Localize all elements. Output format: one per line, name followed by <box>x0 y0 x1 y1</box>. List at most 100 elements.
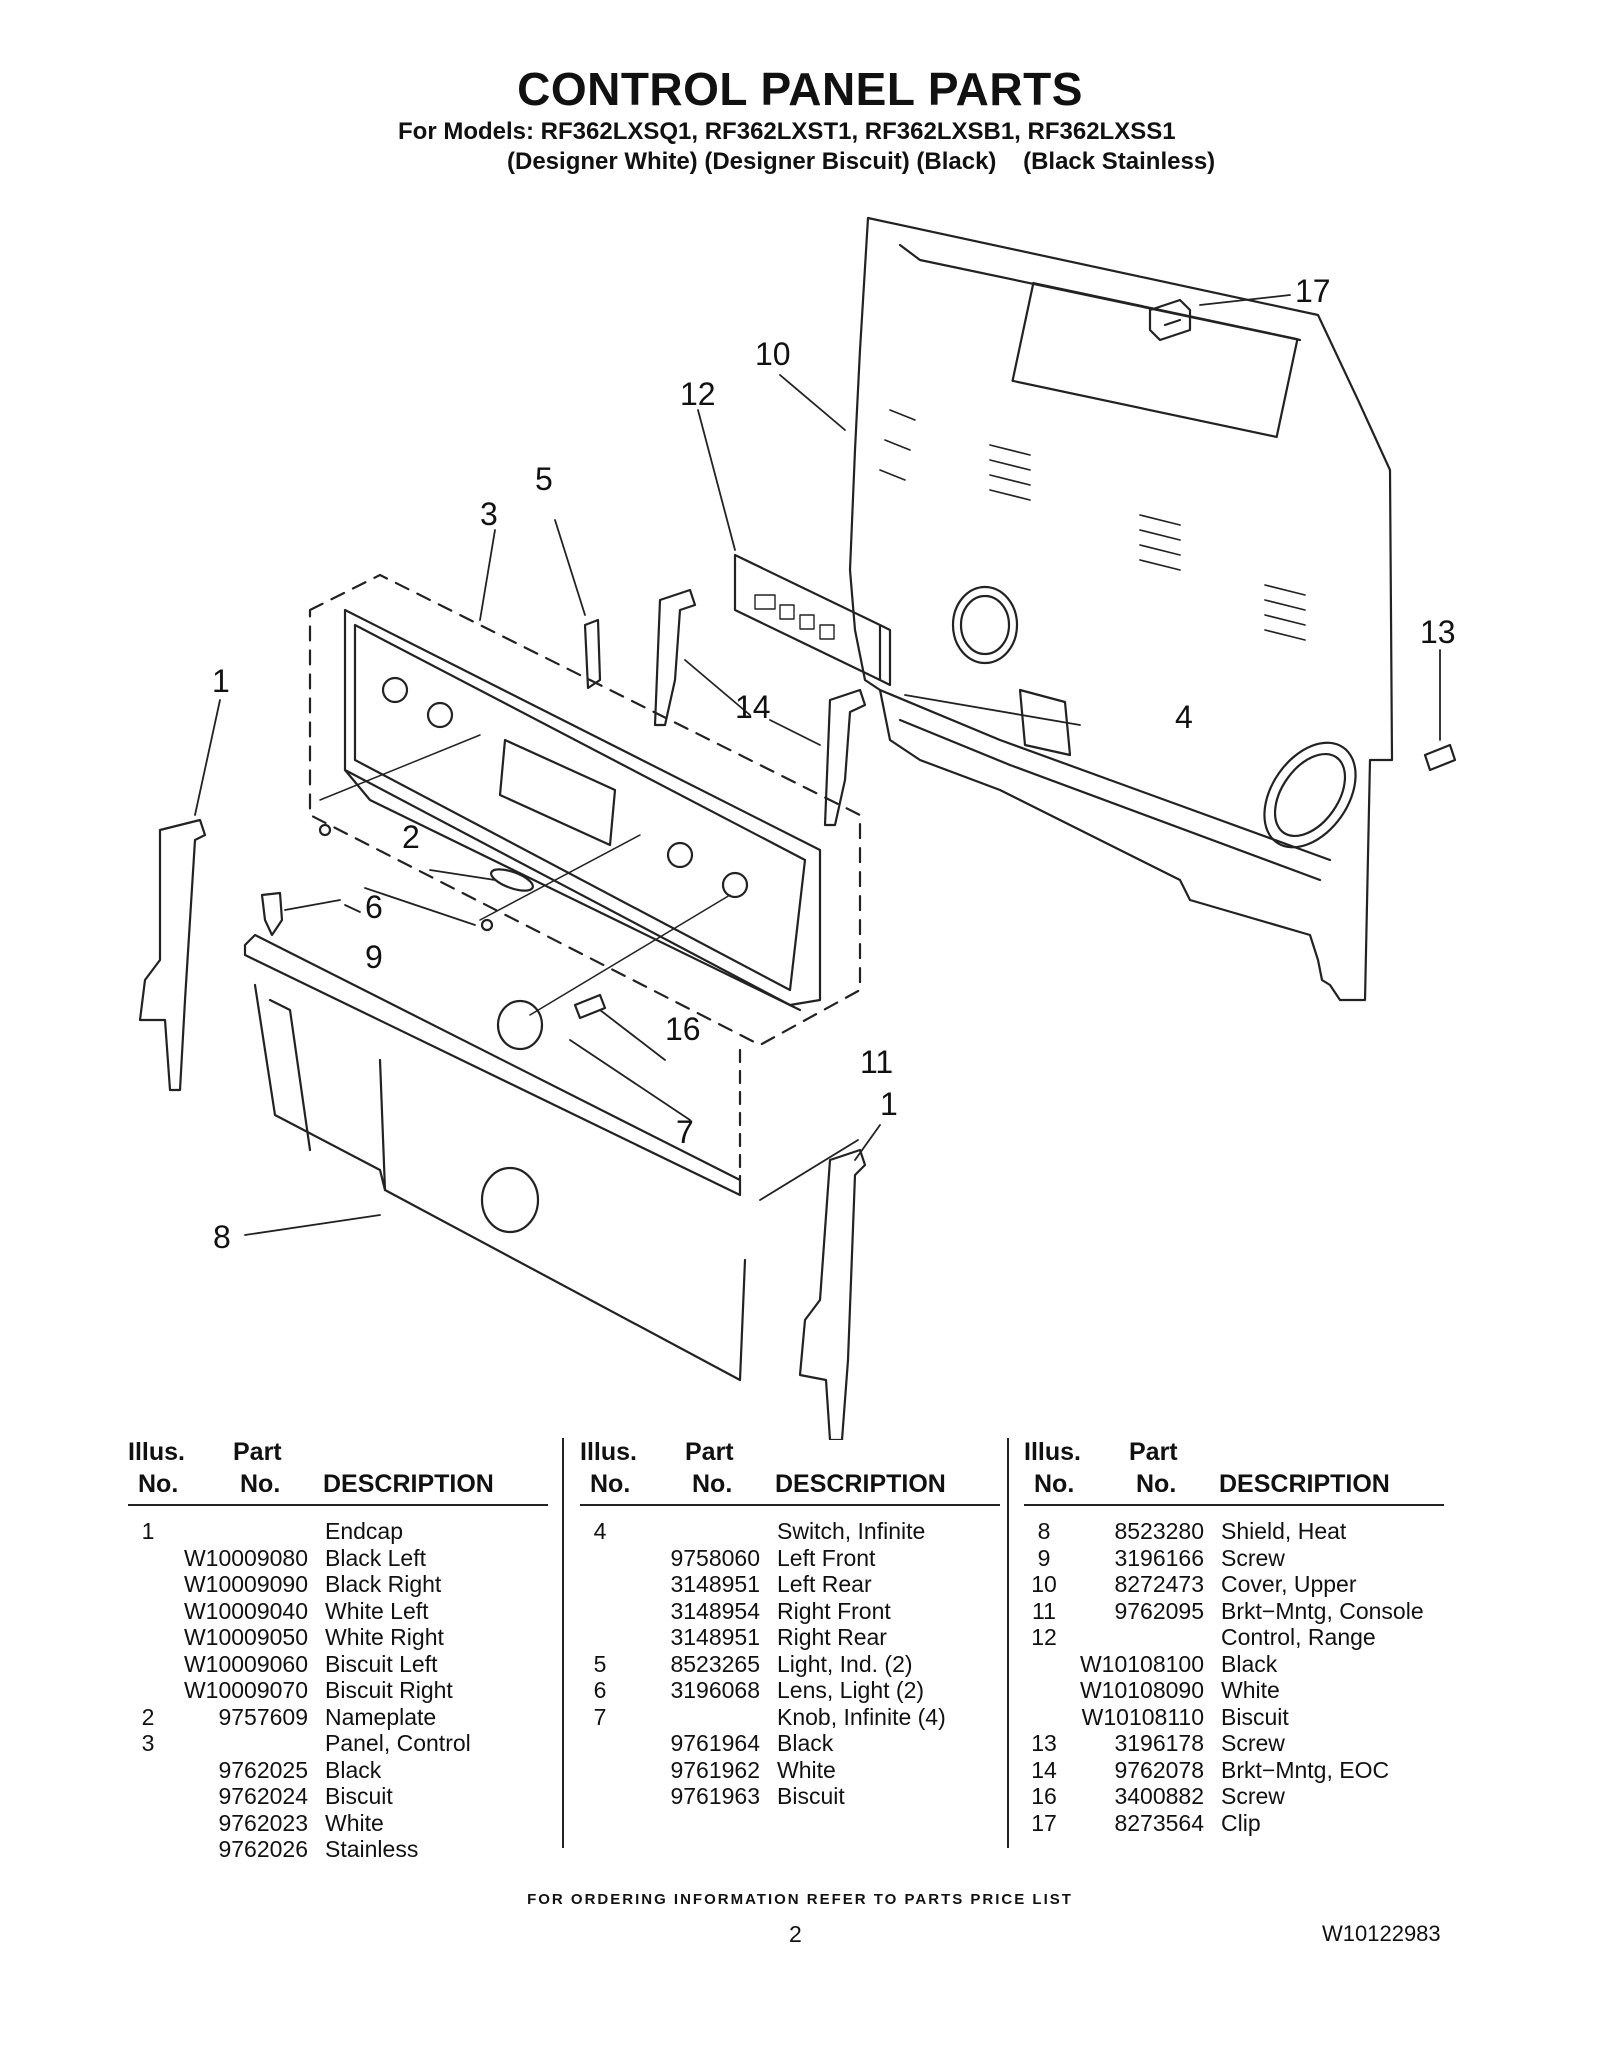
page-title: CONTROL PANEL PARTS <box>517 63 1083 115</box>
ordering-note: FOR ORDERING INFORMATION REFER TO PARTS … <box>527 1891 1073 1908</box>
part-description: Cover, Upper <box>1221 1571 1357 1597</box>
part-description: Brkt−Mntg, Console <box>1221 1597 1424 1624</box>
part-description: Biscuit <box>777 1783 845 1809</box>
header-part-no: No. <box>692 1470 733 1498</box>
part-description: Endcap <box>325 1518 404 1544</box>
header-part-no: No. <box>1136 1470 1177 1498</box>
header-illus-no: No. <box>1034 1470 1075 1498</box>
part-description: Left Rear <box>777 1571 872 1597</box>
part-number: 9762078 <box>1114 1756 1204 1783</box>
part-number: 9757609 <box>218 1703 308 1730</box>
part-number: 3148951 <box>670 1624 760 1650</box>
illus-number: 10 <box>1031 1571 1057 1597</box>
document-number: W10122983 <box>1322 1921 1441 1946</box>
part-number: 8523280 <box>1114 1518 1204 1544</box>
header-illus-no: No. <box>590 1470 631 1498</box>
header-illus: Illus. <box>128 1438 185 1466</box>
callout-17: 17 <box>1295 273 1331 309</box>
part-number: 9761962 <box>670 1756 760 1783</box>
header-description: DESCRIPTION <box>323 1470 494 1498</box>
part-description: Shield, Heat <box>1221 1518 1347 1544</box>
part-description: White <box>1221 1677 1280 1703</box>
illus-number: 13 <box>1031 1730 1057 1756</box>
part-number: 3400882 <box>1114 1783 1204 1809</box>
part-description: Knob, Infinite (4) <box>777 1703 946 1730</box>
part-number: 8273564 <box>1114 1809 1204 1836</box>
table-row: W10009050 White Right <box>128 1624 548 1651</box>
part-number: 3148954 <box>670 1597 760 1624</box>
lens-light-left <box>318 823 332 837</box>
callout-6: 6 <box>365 889 383 925</box>
part-number: W10009060 <box>183 1650 308 1677</box>
column-divider-2 <box>1007 1438 1009 1848</box>
part-number: 3148951 <box>670 1571 760 1597</box>
endcap-left-part <box>138 818 207 1092</box>
part-description: Black Right <box>325 1571 442 1597</box>
table-row: W10108100 Black <box>1024 1651 1444 1678</box>
callout-labels: 1 1 2 3 4 5 6 7 8 9 10 11 12 13 14 16 17 <box>212 273 1456 1255</box>
table-row: 9761964 Black <box>580 1730 1000 1757</box>
range-control-part <box>733 553 892 687</box>
header-description: DESCRIPTION <box>775 1470 946 1498</box>
part-description: Black <box>1221 1650 1278 1677</box>
part-description: White <box>325 1809 384 1836</box>
part-number: 8523265 <box>670 1650 760 1677</box>
callout-9: 9 <box>365 939 383 975</box>
part-description: Black <box>777 1730 834 1756</box>
part-number: 9761964 <box>670 1730 760 1756</box>
callout-2: 2 <box>402 819 420 855</box>
part-description: Nameplate <box>325 1703 437 1730</box>
table-row: 3148951 Right Rear <box>580 1624 1000 1651</box>
part-number: W10009070 <box>183 1677 308 1703</box>
table-header-3: Illus. No. Part No. DESCRIPTION <box>1024 1438 1444 1506</box>
part-description: Right Front <box>777 1597 891 1624</box>
table-row: 9762026 Stainless <box>128 1836 548 1863</box>
part-description: Biscuit <box>1221 1703 1289 1730</box>
endcap-right-part <box>798 1148 867 1440</box>
part-description: Screw <box>1221 1730 1285 1756</box>
part-number: 9762024 <box>218 1783 308 1809</box>
illus-number: 6 <box>593 1677 607 1703</box>
illus-number: 2 <box>141 1703 155 1730</box>
part-number: W10108100 <box>1079 1650 1204 1677</box>
heat-shield-part <box>243 933 747 1382</box>
part-description: Right Rear <box>777 1624 887 1650</box>
illus-number: 8 <box>1037 1518 1051 1544</box>
header-illus: Illus. <box>580 1438 637 1466</box>
header-part: Part <box>233 1438 282 1466</box>
control-panel-part <box>343 608 822 1012</box>
screw-13-part <box>1423 743 1457 772</box>
clip-part <box>1148 298 1192 342</box>
part-description: Stainless <box>325 1836 419 1862</box>
table-row: 8 8523280 Shield, Heat <box>1024 1518 1444 1545</box>
part-number: W10009090 <box>183 1571 308 1597</box>
page-number: 2 <box>789 1921 802 1947</box>
part-number: 3196178 <box>1114 1730 1204 1756</box>
panel-dashed-outline <box>308 573 862 1047</box>
callout-4: 4 <box>1175 699 1193 735</box>
part-number: W10009050 <box>183 1624 308 1650</box>
part-description: White Right <box>325 1624 444 1650</box>
upper-cover-part <box>848 216 1394 1002</box>
part-description: Black Left <box>325 1544 426 1571</box>
illus-number: 14 <box>1031 1756 1057 1783</box>
part-description: Black <box>325 1756 382 1783</box>
header-part: Part <box>685 1438 734 1466</box>
part-number: 9762026 <box>218 1836 308 1862</box>
models-line: For Models: RF362LXSQ1, RF362LXST1, RF36… <box>398 118 1176 145</box>
